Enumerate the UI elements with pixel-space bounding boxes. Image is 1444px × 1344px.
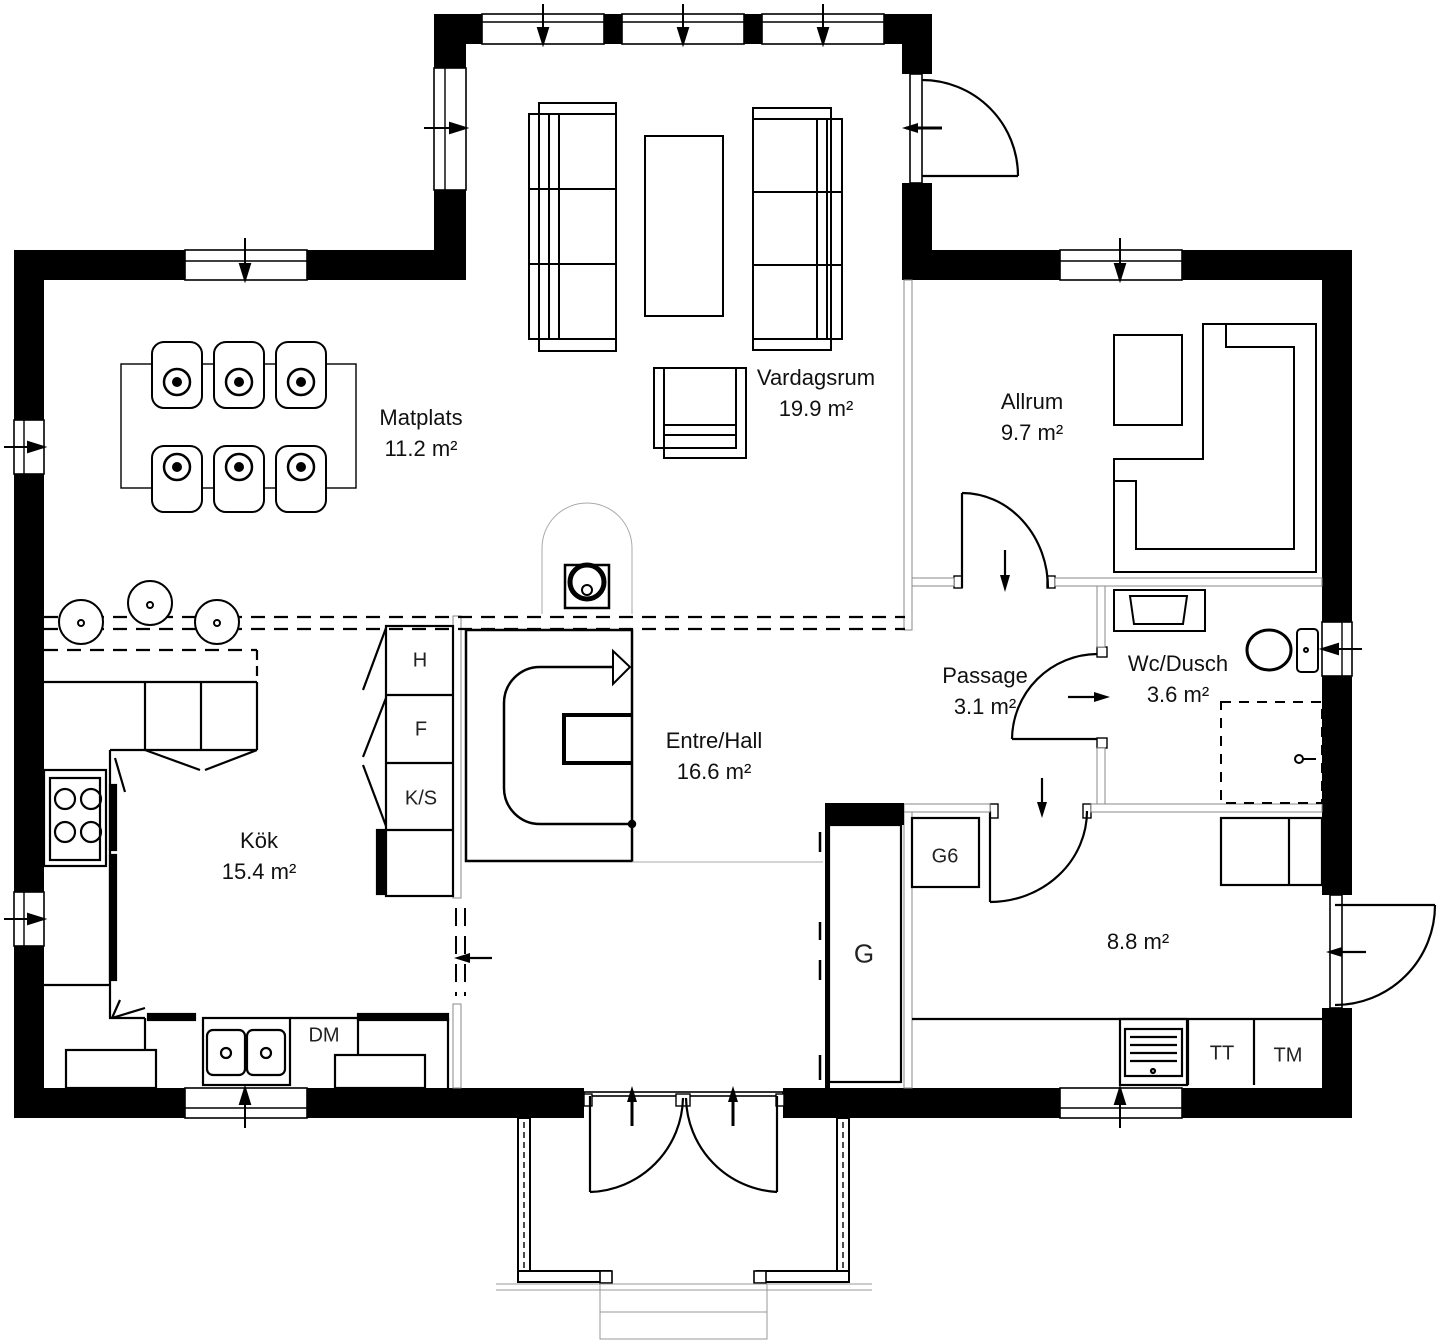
- allrum-furniture: [1113, 323, 1317, 573]
- room-name: Kök: [240, 828, 278, 853]
- wc-fixtures: [1113, 589, 1323, 804]
- room-name: Matplats: [379, 405, 463, 430]
- room-label-allrum: Allrum 9.7 m²: [1001, 386, 1063, 448]
- tag-f: F: [414, 718, 428, 741]
- tag-tt: TT: [1209, 1042, 1235, 1065]
- room-name: Allrum: [1000, 389, 1064, 414]
- tag-h: H: [412, 649, 428, 672]
- living-room-furniture: [528, 102, 843, 459]
- interior-partitions: [44, 279, 1323, 1089]
- tag-ks: K/S: [404, 787, 438, 810]
- kitchen-fixtures: [42, 624, 455, 1090]
- fireplace: [541, 502, 633, 614]
- room-area: 9.7 m²: [1000, 420, 1064, 445]
- tag-tm: TM: [1273, 1044, 1303, 1067]
- room-label-passage: Passage 3.1 m²: [942, 660, 1028, 722]
- tag-dm: DM: [308, 1024, 340, 1047]
- room-label-utility: 8.8 m²: [1107, 926, 1169, 957]
- room-area: 3.1 m²: [953, 694, 1017, 719]
- room-area: 16.6 m²: [676, 759, 752, 784]
- room-name: Wc/Dusch: [1127, 651, 1229, 676]
- tag-g: G: [853, 938, 875, 969]
- room-area: 19.9 m²: [778, 396, 854, 421]
- doors: [583, 73, 1437, 1194]
- room-label-entre-hall: Entre/Hall 16.6 m²: [666, 725, 763, 787]
- wardrobe: [818, 803, 904, 1090]
- window-arrows: [4, 4, 1362, 1128]
- room-area: 15.4 m²: [221, 859, 297, 884]
- dining-table: [120, 341, 357, 513]
- room-label-vardagsrum: Vardagsrum 19.9 m²: [757, 362, 875, 424]
- room-name: Vardagsrum: [756, 365, 876, 390]
- room-name: Entre/Hall: [665, 728, 763, 753]
- room-area: 8.8 m²: [1106, 929, 1170, 954]
- room-label-wc-dusch: Wc/Dusch 3.6 m²: [1128, 648, 1228, 710]
- bar-stools: [58, 580, 240, 645]
- room-label-matplats: Matplats 11.2 m²: [379, 402, 462, 464]
- tag-g6: G6: [931, 845, 959, 868]
- hall-furniture: [464, 628, 823, 863]
- room-area: 3.6 m²: [1146, 682, 1210, 707]
- room-area: 11.2 m²: [384, 436, 458, 461]
- utility-fixtures: [910, 816, 1324, 1087]
- porch: [496, 1117, 872, 1340]
- room-label-kok: Kök 15.4 m²: [222, 825, 297, 887]
- room-name: Passage: [942, 663, 1028, 688]
